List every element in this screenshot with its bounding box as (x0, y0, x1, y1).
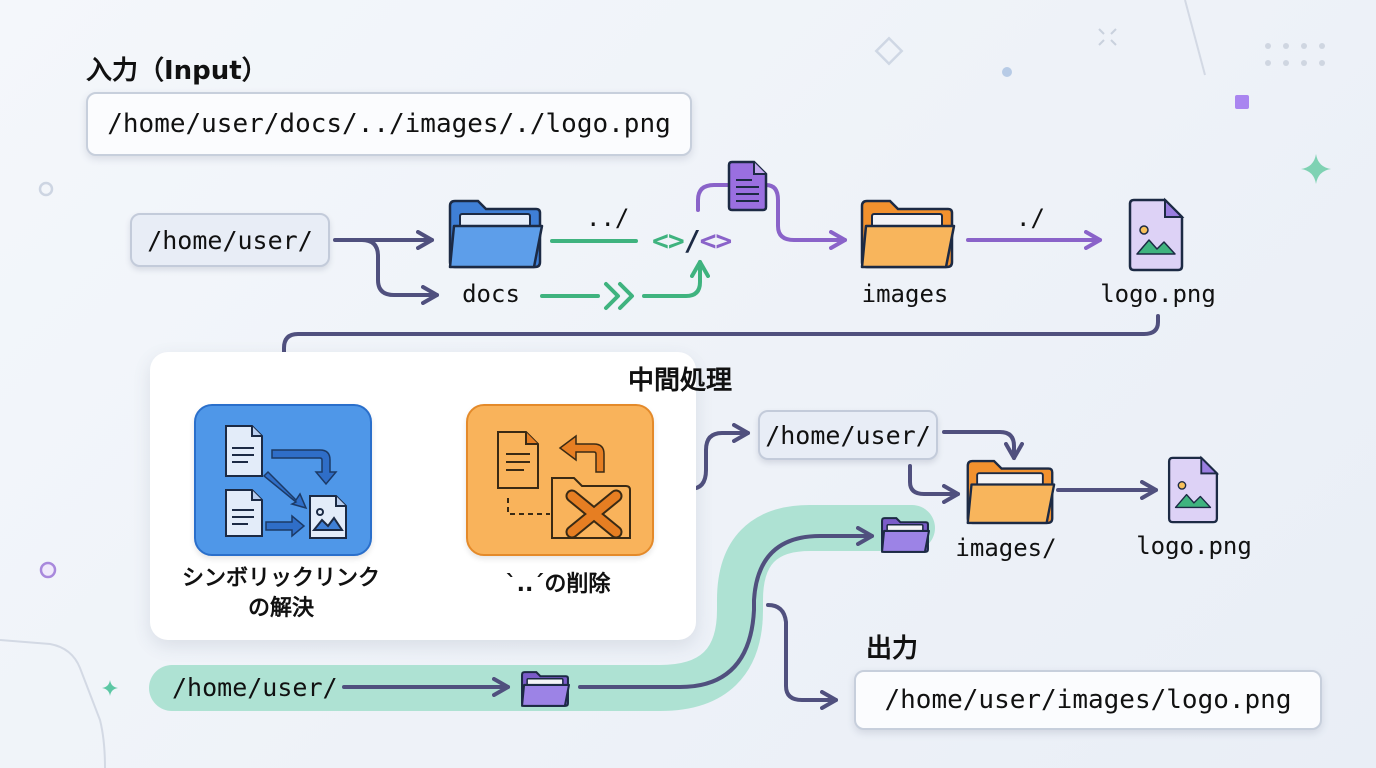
start-path-chip[interactable]: /home/user/ (130, 213, 330, 267)
output-path-text: /home/user/images/logo.png (884, 685, 1292, 715)
band-folder-icon-1[interactable] (520, 670, 570, 708)
input-path-text: /home/user/docs/../images/./logo.png (107, 109, 671, 139)
docs-folder-label: docs (462, 280, 520, 308)
violet-arrow-to-images (764, 183, 847, 250)
step-symlink-label: シンボリックリンク の解決 (181, 566, 380, 621)
resolved-images-label: images/ (955, 534, 1057, 562)
step-remove-dotdot-label: `..´の削除 (505, 572, 611, 597)
remove-dotdot-icon (497, 431, 631, 539)
input-heading: 入力（Input） (86, 56, 268, 86)
resolved-images-folder-icon[interactable] (964, 458, 1056, 526)
document-icon (727, 160, 768, 212)
decor-green-star (1301, 154, 1331, 184)
step-symlink-tile[interactable] (194, 404, 372, 556)
code-glyph: <>/<> (652, 224, 732, 257)
logo-file-icon[interactable] (1127, 197, 1185, 272)
band-folder-icon-2[interactable] (880, 516, 930, 554)
decor-dot (1002, 67, 1012, 77)
images-folder-label: images (861, 280, 949, 308)
parent-segment-label: ../ (586, 204, 630, 232)
band-path-up (578, 526, 874, 689)
decor-small-green-star (102, 680, 118, 696)
output-path-box[interactable]: /home/user/images/logo.png (854, 670, 1322, 730)
symlink-resolve-icon (225, 425, 347, 539)
output-heading: 出力 (866, 634, 919, 664)
green-arrow-up (642, 260, 710, 298)
images-folder-icon[interactable] (858, 198, 956, 270)
processing-heading: 中間処理 (628, 366, 733, 396)
docs-folder-icon[interactable] (446, 198, 544, 270)
teal-band (149, 505, 935, 711)
resolved-logo-label: logo.png (1136, 532, 1252, 560)
decor-purple-circle (39, 561, 57, 579)
decor-small-circle (38, 181, 54, 197)
start-path-text: /home/user/ (147, 225, 313, 255)
current-segment-label: ./ (1016, 204, 1045, 232)
decor-diamond (874, 36, 904, 66)
decor-purple-square (1235, 95, 1249, 109)
input-path-box[interactable]: /home/user/docs/../images/./logo.png (86, 92, 692, 156)
step-remove-dotdot-tile[interactable] (466, 404, 654, 556)
decor-sparkle-cross (1098, 28, 1117, 46)
decor-dot-grid (1265, 43, 1325, 66)
band-start-text: /home/user/ (172, 673, 338, 702)
resolved-logo-file-icon[interactable] (1166, 455, 1220, 524)
decor-diagonal-line (1184, 0, 1206, 76)
arrow-to-output (766, 603, 838, 710)
resolved-path-chip[interactable]: /home/user/ (758, 410, 938, 460)
resolved-path-text: /home/user/ (765, 420, 931, 450)
decor-curved-line (0, 639, 106, 768)
arrow-home-to-docs-label (360, 238, 439, 305)
arrow-logo-to-processing (274, 314, 1160, 394)
violet-arc-left (696, 183, 730, 212)
arrow-step2-to-chip (666, 423, 750, 491)
logo-file-label: logo.png (1100, 280, 1216, 308)
green-chevrons (604, 282, 634, 310)
arrow-chip-to-images (942, 430, 1024, 460)
arrow-chip-to-images-lower (908, 464, 960, 504)
